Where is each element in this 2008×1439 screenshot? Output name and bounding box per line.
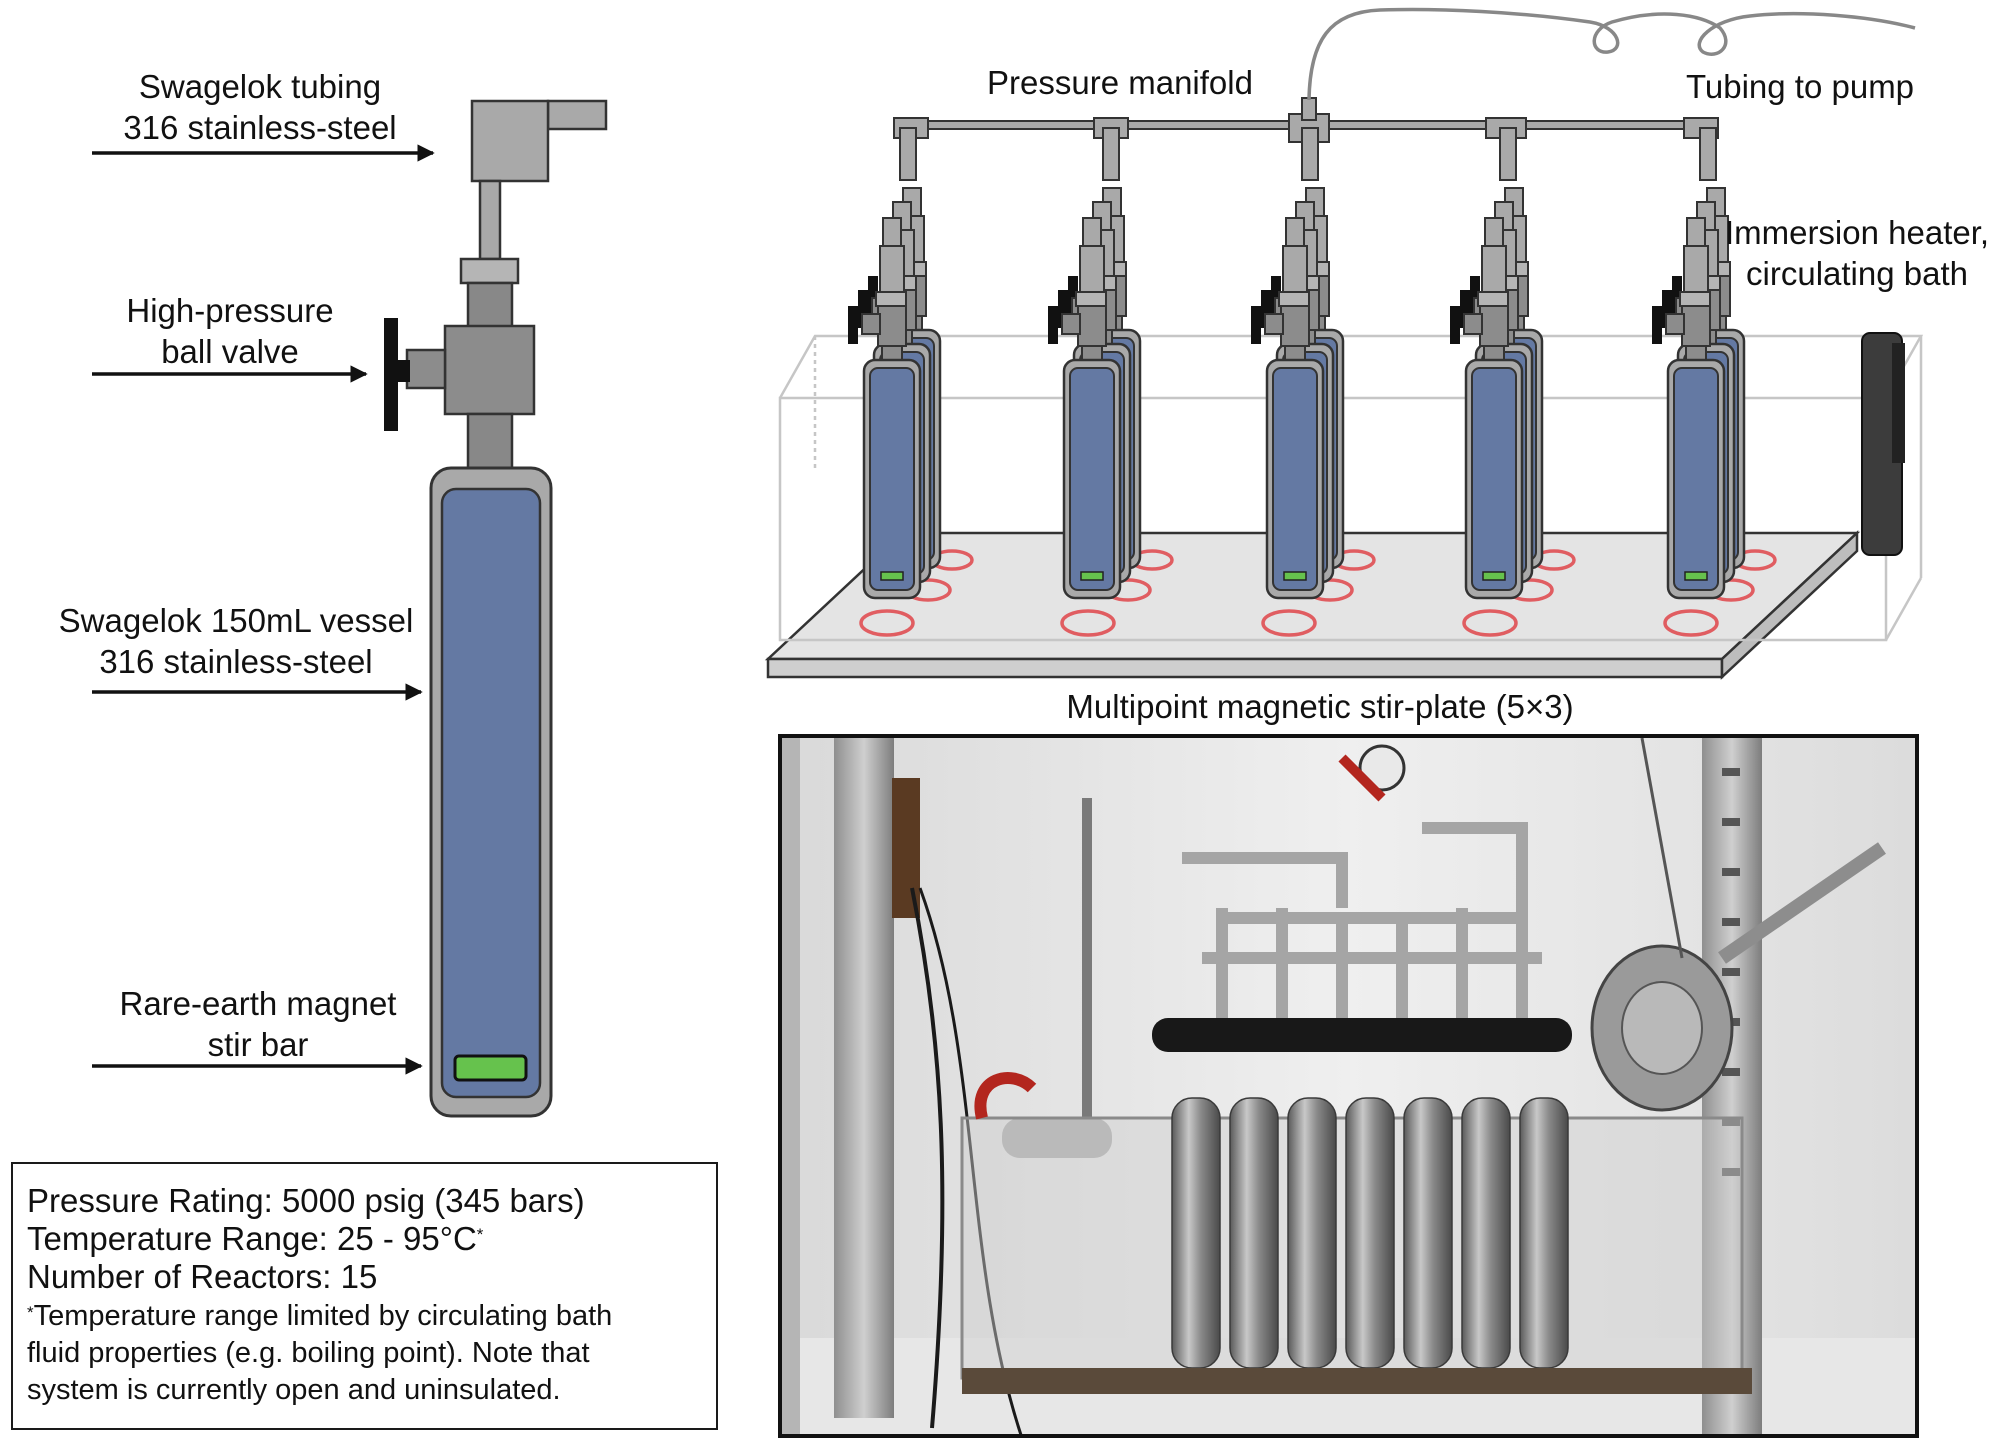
tubing-label: Swagelok tubing 316 stainless-steel [90,66,430,148]
specifications-box: Pressure Rating: 5000 psig (345 bars) Te… [11,1162,718,1430]
footnote-line-1: *Temperature range limited by circulatin… [27,1298,612,1335]
pump-label: Tubing to pump [1685,68,1915,105]
magnet-label-line1: Rare-earth magnet [119,985,397,1022]
label-arrows [92,144,435,1075]
tubing-label-line2: 316 stainless-steel [123,109,397,146]
heater-label: Immersion heater, circulating bath [1712,212,2002,294]
heater-label-line1: Immersion heater, [1724,214,1990,251]
temperature-range: Temperature Range: 25 - 95°C* [27,1220,483,1258]
footnote-line-1-text: Temperature range limited by circulating… [33,1300,613,1332]
footnote-line-2: fluid properties (e.g. boiling point). N… [27,1337,590,1369]
valve-label: High-pressure ball valve [90,290,370,372]
valve-label-line2: ball valve [161,333,299,370]
vessel-label: Swagelok 150mL vessel 316 stainless-stee… [36,600,436,682]
vessel-schematic [384,99,608,1118]
pressure-rating: Pressure Rating: 5000 psig (345 bars) [27,1182,585,1219]
magnet-label-line2: stir bar [207,1026,309,1063]
footnote-mark: * [27,1303,34,1322]
footnote-line-3: system is currently open and uninsulated… [27,1374,561,1406]
tubing-label-line1: Swagelok tubing [138,68,382,105]
temperature-footnote-mark: * [476,1225,484,1244]
valve-label-line1: High-pressure [126,292,334,329]
vessel-label-line1: Swagelok 150mL vessel [58,602,414,639]
reactor-array-diagram [764,7,1924,680]
heater-label-line2: circulating bath [1746,255,1968,292]
magnet-label: Rare-earth magnet stir bar [98,983,418,1065]
vessel-label-line2: 316 stainless-steel [99,643,373,680]
reactor-count: Number of Reactors: 15 [27,1258,378,1295]
stirplate-label: Multipoint magnetic stir-plate (5×3) [1066,688,1574,725]
manifold-label: Pressure manifold [987,64,1253,101]
temperature-range-text: Temperature Range: 25 - 95°C [27,1220,477,1257]
apparatus-photo [778,734,1919,1438]
apparatus-photo-illustration [782,738,1915,1434]
